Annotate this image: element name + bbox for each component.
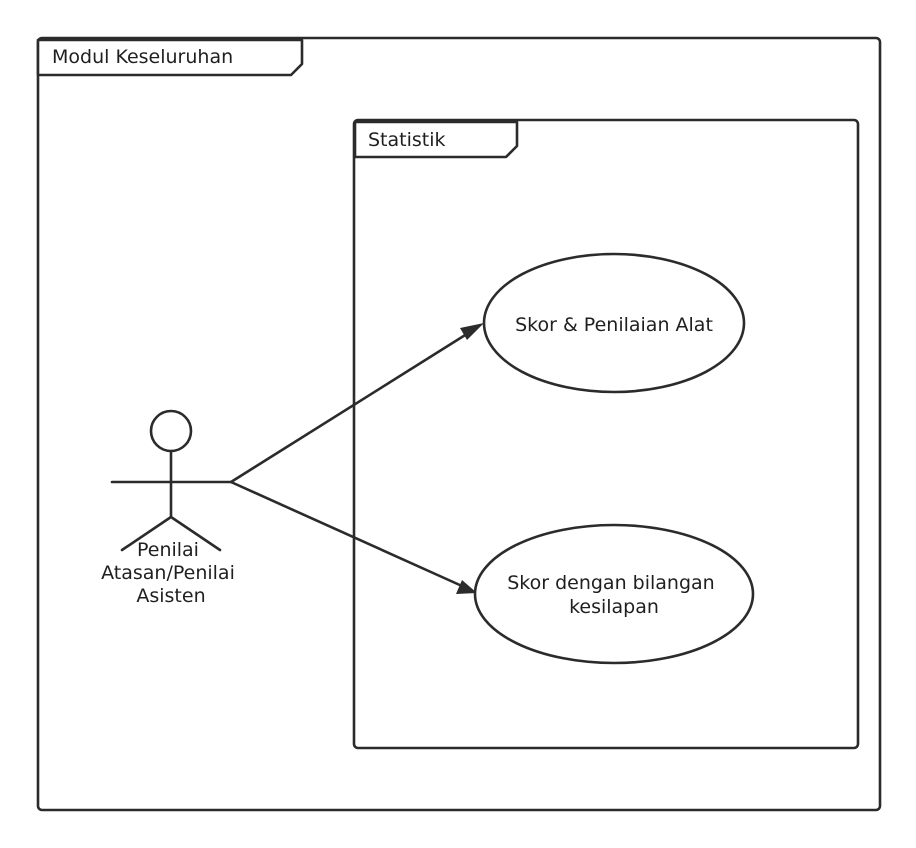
use-case-2-label-line-2: kesilapan xyxy=(569,596,659,618)
actor-label-line-1: Penilai xyxy=(137,539,199,561)
outer-frame-title: Modul Keseluruhan xyxy=(52,46,233,68)
use-case-2-label: Skor dengan bilangan kesilapan xyxy=(507,572,721,618)
association-line-1 xyxy=(229,330,472,484)
actor: Penilai Atasan/Penilai Asisten xyxy=(101,409,241,607)
actor-label-line-2: Atasan/Penilai xyxy=(101,562,235,584)
association-arrowhead-1 xyxy=(460,323,484,340)
inner-frame-title: Statistik xyxy=(368,129,446,151)
actor-label-line-3: Asisten xyxy=(136,585,205,607)
actor-right-leg xyxy=(169,515,222,552)
use-case-1: Skor & Penilaian Alat xyxy=(482,252,746,394)
actor-label: Penilai Atasan/Penilai Asisten xyxy=(101,539,241,607)
outer-frame-tab xyxy=(36,38,304,77)
associations xyxy=(229,323,484,594)
use-case-2: Skor dengan bilangan kesilapan xyxy=(473,523,755,665)
association-arrowhead-2 xyxy=(456,580,477,594)
inner-frame-tab xyxy=(353,120,519,159)
use-case-1-ellipse xyxy=(482,252,746,394)
use-case-1-label-line-1: Skor & Penilaian Alat xyxy=(515,314,713,336)
use-case-1-label: Skor & Penilaian Alat xyxy=(515,314,713,336)
actor-left-leg xyxy=(120,515,173,552)
use-case-2-label-line-1: Skor dengan bilangan xyxy=(507,572,715,594)
use-case-2-ellipse xyxy=(473,523,755,665)
association-line-2 xyxy=(229,480,464,588)
